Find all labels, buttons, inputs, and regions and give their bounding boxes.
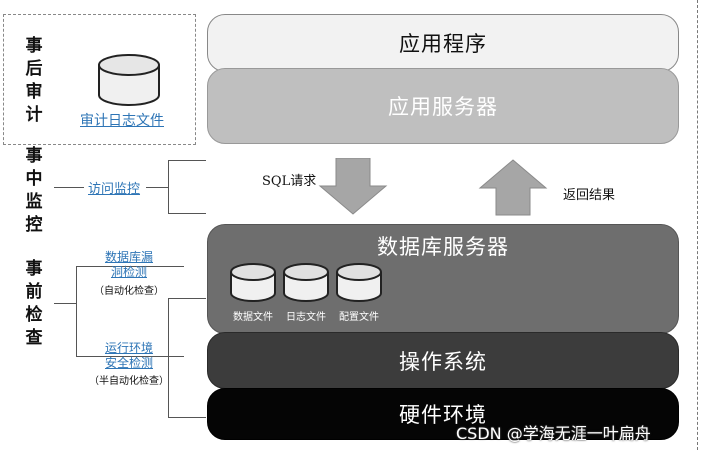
app-server-layer: 应用服务器: [207, 68, 679, 144]
pre-check-heading: 事 前 检 查: [24, 258, 44, 350]
access-monitor-link[interactable]: 访问监控: [88, 182, 141, 197]
bracket-line: [168, 298, 206, 299]
heading-char: 查: [25, 328, 43, 348]
during-monitor-heading: 事 中 监 控: [24, 145, 44, 237]
db-vuln-check-line: 洞检测: [110, 265, 147, 279]
heading-char: 监: [25, 192, 43, 212]
os-layer: 操作系统: [207, 332, 679, 389]
divider-line: [697, 0, 698, 450]
log-file-label: 日志文件: [286, 312, 326, 323]
connector-line: [54, 187, 84, 188]
post-audit-heading: 事 后 审 计: [24, 35, 44, 127]
db-server-label: 数据库服务器: [377, 235, 509, 259]
heading-char: 中: [25, 169, 43, 189]
auto-check-note: （自动化检查）: [94, 286, 164, 297]
heading-char: 前: [25, 282, 43, 302]
os-label: 操作系统: [399, 349, 487, 374]
heading-char: 事: [25, 36, 43, 56]
env-security-check-link[interactable]: 运行环境 安全检测: [97, 341, 161, 371]
bracket-line: [76, 266, 184, 267]
app-server-label: 应用服务器: [388, 95, 498, 119]
heading-char: 事: [25, 146, 43, 166]
db-vuln-check-line: 数据库漏: [104, 250, 153, 264]
semi-auto-check-note: （半自动化检查）: [89, 376, 169, 387]
data-file-cylinder-icon: [230, 263, 276, 302]
bracket-line: [168, 160, 169, 214]
db-server-layer: 数据库服务器: [207, 224, 679, 334]
heading-char: 检: [25, 305, 43, 325]
log-file-cylinder-icon: [283, 263, 329, 302]
bracket-line: [168, 213, 206, 214]
up-arrow-icon: [478, 159, 548, 216]
config-file-label: 配置文件: [339, 312, 379, 323]
app-layer-label: 应用程序: [399, 32, 487, 56]
config-file-cylinder-icon: [336, 263, 382, 302]
connector-line: [54, 303, 76, 304]
bracket-line: [76, 266, 77, 357]
hardware-layer: 硬件环境: [207, 388, 679, 440]
heading-char: 控: [25, 215, 43, 235]
heading-char: 后: [25, 59, 43, 79]
down-arrow-icon: [318, 158, 388, 215]
bracket-line: [168, 417, 206, 418]
env-security-check-line: 安全检测: [104, 356, 153, 370]
env-security-check-line: 运行环境: [104, 341, 153, 355]
db-vuln-check-link[interactable]: 数据库漏 洞检测: [97, 250, 161, 280]
bracket-line: [76, 356, 184, 357]
heading-char: 事: [25, 259, 43, 279]
data-file-label: 数据文件: [233, 312, 273, 323]
post-audit-frame: [3, 14, 196, 145]
watermark: CSDN @学海无涯一叶扁舟: [456, 424, 651, 443]
connector-line: [146, 187, 168, 188]
audit-log-file-link[interactable]: 审计日志文件: [80, 113, 164, 129]
sql-request-label: SQL请求: [262, 174, 317, 189]
bracket-line: [168, 298, 169, 418]
heading-char: 审: [25, 82, 43, 102]
audit-log-cylinder-icon: [98, 54, 160, 106]
hardware-label: 硬件环境: [399, 403, 487, 427]
app-layer: 应用程序: [207, 14, 679, 72]
bracket-line: [168, 160, 206, 161]
return-result-label: 返回结果: [563, 188, 616, 203]
heading-char: 计: [25, 105, 43, 125]
